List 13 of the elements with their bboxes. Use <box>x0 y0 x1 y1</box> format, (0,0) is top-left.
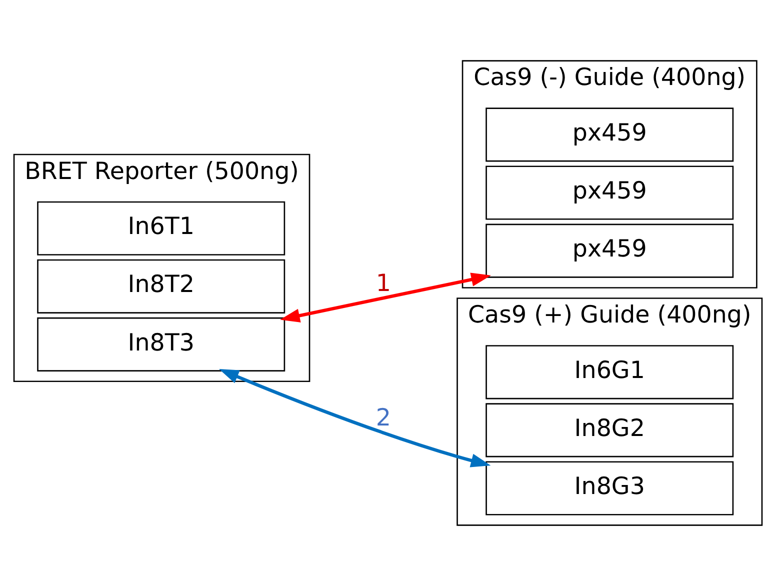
edge-label: 1 <box>376 268 391 296</box>
node-box: In8T3 <box>37 316 286 371</box>
node-box: In6T1 <box>37 200 286 255</box>
edge-label: 2 <box>376 402 391 431</box>
arrow <box>280 272 492 322</box>
node-box: px459 <box>486 165 734 220</box>
node-box: In6G1 <box>486 344 734 399</box>
node-box: px459 <box>486 107 734 162</box>
arrow <box>218 368 491 467</box>
node-box: In8G2 <box>486 402 734 457</box>
node-box: px459 <box>486 223 734 278</box>
node-box: In8T2 <box>37 258 286 313</box>
node-box: In8G3 <box>486 460 734 515</box>
